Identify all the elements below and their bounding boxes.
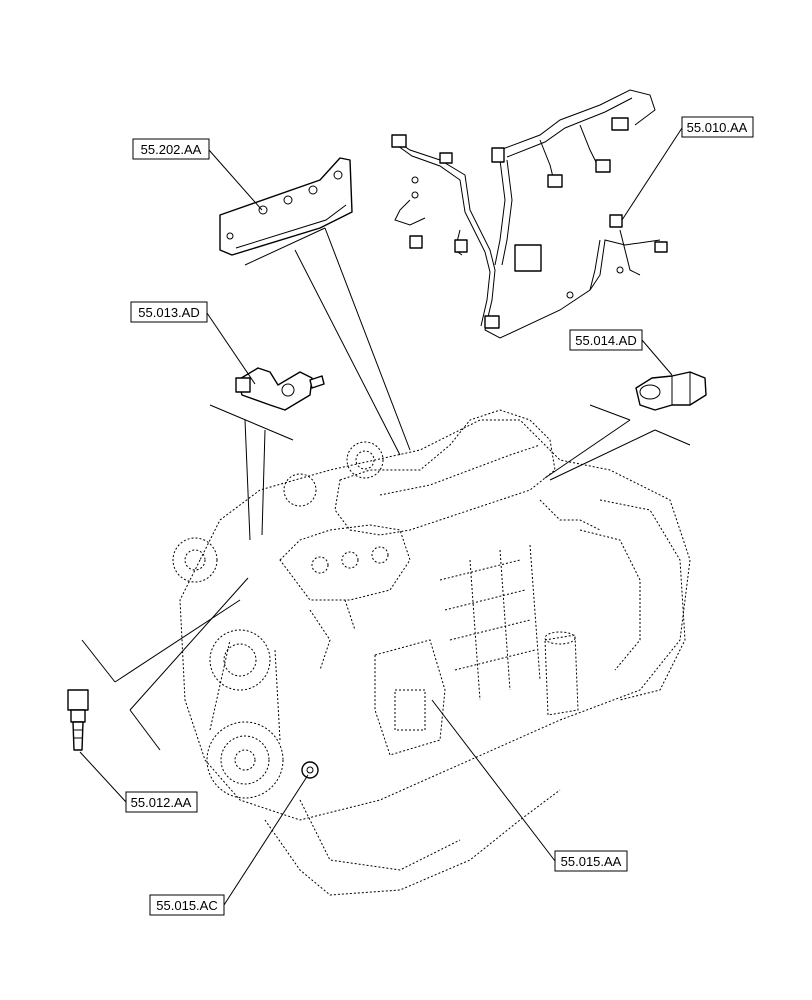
callout-55-012-aa: 55.012.AA xyxy=(125,791,198,813)
callout-55-015-aa: 55.015.AA xyxy=(554,850,628,872)
callout-55-014-ad: 55.014.AD xyxy=(569,329,643,351)
crank-sensor-part xyxy=(301,761,319,779)
callout-55-202-aa: 55.202.AA xyxy=(132,138,210,160)
leader-lines xyxy=(79,127,691,906)
callout-label: 55.010.AA xyxy=(687,120,748,135)
harness-plate-part xyxy=(219,157,353,256)
temperature-sensor-part xyxy=(635,371,707,411)
callout-label: 55.202.AA xyxy=(141,142,202,157)
callout-label: 55.012.AA xyxy=(131,795,192,810)
speed-sensor-part xyxy=(67,689,89,751)
callout-label: 55.013.AD xyxy=(138,305,199,320)
callout-55-013-ad: 55.013.AD xyxy=(130,301,208,323)
callout-label: 55.014.AD xyxy=(575,333,636,348)
callout-55-015-ac: 55.015.AC xyxy=(149,894,225,916)
pressure-sensor-part xyxy=(235,367,325,411)
engine-assembly xyxy=(172,409,691,896)
callout-label: 55.015.AC xyxy=(156,898,217,913)
callout-55-010-aa: 55.010.AA xyxy=(681,116,754,138)
wiring-harness-part xyxy=(391,89,668,339)
callout-label: 55.015.AA xyxy=(561,854,622,869)
